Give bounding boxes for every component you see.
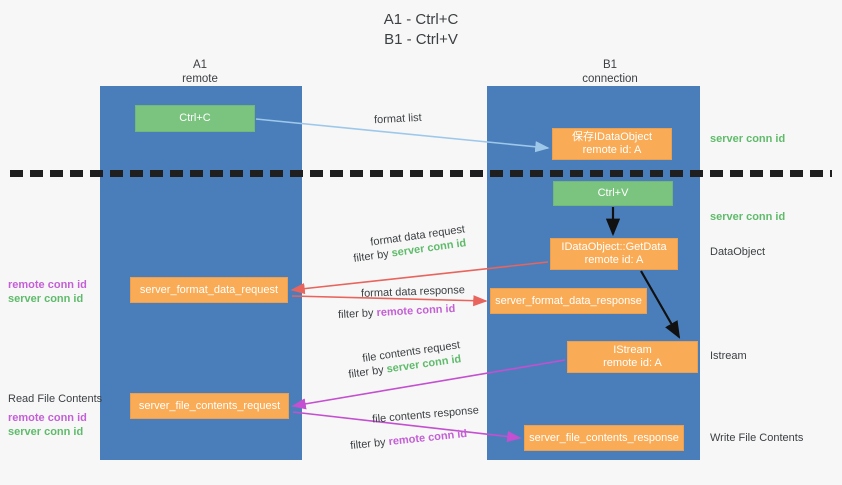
annotation-server-conn-id-upper: server conn id: [8, 293, 84, 305]
node-ctrl-c-label: Ctrl+C: [179, 112, 211, 124]
annotation-conn-ids-lower: remote conn id server conn id: [8, 411, 87, 439]
column-b1-sub: connection: [582, 73, 638, 85]
node-save-idataobject-line2: remote id: A: [582, 144, 642, 156]
node-istream-line1: IStream: [613, 344, 652, 356]
annotation-server-conn-id-top: server conn id: [710, 133, 786, 145]
node-istream[interactable]: IStream remote id: A: [567, 341, 698, 373]
edge-label-format-list-text: format list: [373, 111, 422, 127]
column-a1-name: A1: [192, 59, 208, 71]
node-ctrl-v[interactable]: Ctrl+V: [553, 181, 673, 206]
node-server-format-data-response-label: server_format_data_response: [495, 294, 642, 307]
annotation-dataobject: DataObject: [710, 246, 766, 258]
node-server-file-contents-response-label: server_file_contents_response: [529, 431, 679, 444]
edge-label-file-contents-response-text: file contents response: [371, 404, 480, 426]
node-save-idataobject[interactable]: 保存IDataObject remote id: A: [552, 128, 672, 160]
edge-label-file-contents-response: file contents response: [372, 403, 480, 426]
node-server-file-contents-request[interactable]: server_file_contents_request: [130, 393, 289, 419]
filter-by-text: filter by: [352, 247, 393, 265]
edge-label-filter-remote-conn-1: filter by remote conn id: [338, 302, 456, 322]
annotation-remote-conn-id-upper: remote conn id: [8, 279, 87, 291]
edge-label-format-data-response-text: format data response: [360, 284, 466, 300]
annotation-server-conn-id-lower: server conn id: [8, 426, 84, 438]
node-server-format-data-response[interactable]: server_format_data_response: [490, 288, 647, 314]
node-server-file-contents-response[interactable]: server_file_contents_response: [524, 425, 684, 451]
node-save-idataobject-line1: 保存IDataObject: [571, 131, 653, 143]
annotation-write-file-contents: Write File Contents: [710, 432, 804, 444]
node-idataobject-getdata[interactable]: IDataObject::GetData remote id: A: [550, 238, 678, 270]
node-server-file-contents-request-label: server_file_contents_request: [138, 399, 281, 412]
page-title: A1 - Ctrl+C B1 - Ctrl+V: [0, 10, 842, 50]
node-ctrl-c[interactable]: Ctrl+C: [135, 105, 255, 132]
annotation-server-conn-id-mid: server conn id: [710, 211, 786, 223]
node-getdata-line1: IDataObject::GetData: [561, 241, 667, 253]
remote-conn-id-text: remote conn id: [387, 427, 468, 449]
column-b1-name: B1: [602, 59, 618, 71]
edge-label-format-data-response: format data response: [361, 283, 465, 301]
filter-by-text: filter by: [347, 363, 388, 381]
title-line-1: A1 - Ctrl+C: [383, 11, 459, 28]
edge-label-format-list: format list: [374, 111, 422, 127]
annotation-istream: Istream: [710, 350, 747, 362]
filter-by-text: filter by: [349, 436, 390, 453]
node-server-format-data-request-label: server_format_data_request: [139, 283, 279, 296]
title-line-2: B1 - Ctrl+V: [384, 31, 458, 48]
remote-conn-id-text: remote conn id: [376, 302, 456, 320]
node-server-format-data-request[interactable]: server_format_data_request: [130, 277, 288, 303]
dashed-divider: [10, 170, 832, 177]
annotation-conn-ids-upper: remote conn id server conn id: [8, 278, 87, 306]
node-ctrl-v-label: Ctrl+V: [597, 187, 629, 199]
annotation-read-file-contents: Read File Contents: [8, 393, 103, 405]
filter-by-text: filter by: [337, 307, 377, 322]
column-a1-sub: remote: [182, 73, 218, 85]
node-istream-line2: remote id: A: [603, 357, 662, 369]
column-header-b1: B1 connection: [530, 58, 690, 86]
node-getdata-line2: remote id: A: [584, 254, 644, 266]
annotation-remote-conn-id-lower: remote conn id: [8, 412, 87, 424]
edge-label-filter-remote-conn-2: filter by remote conn id: [350, 427, 468, 453]
column-header-a1: A1 remote: [120, 58, 280, 86]
